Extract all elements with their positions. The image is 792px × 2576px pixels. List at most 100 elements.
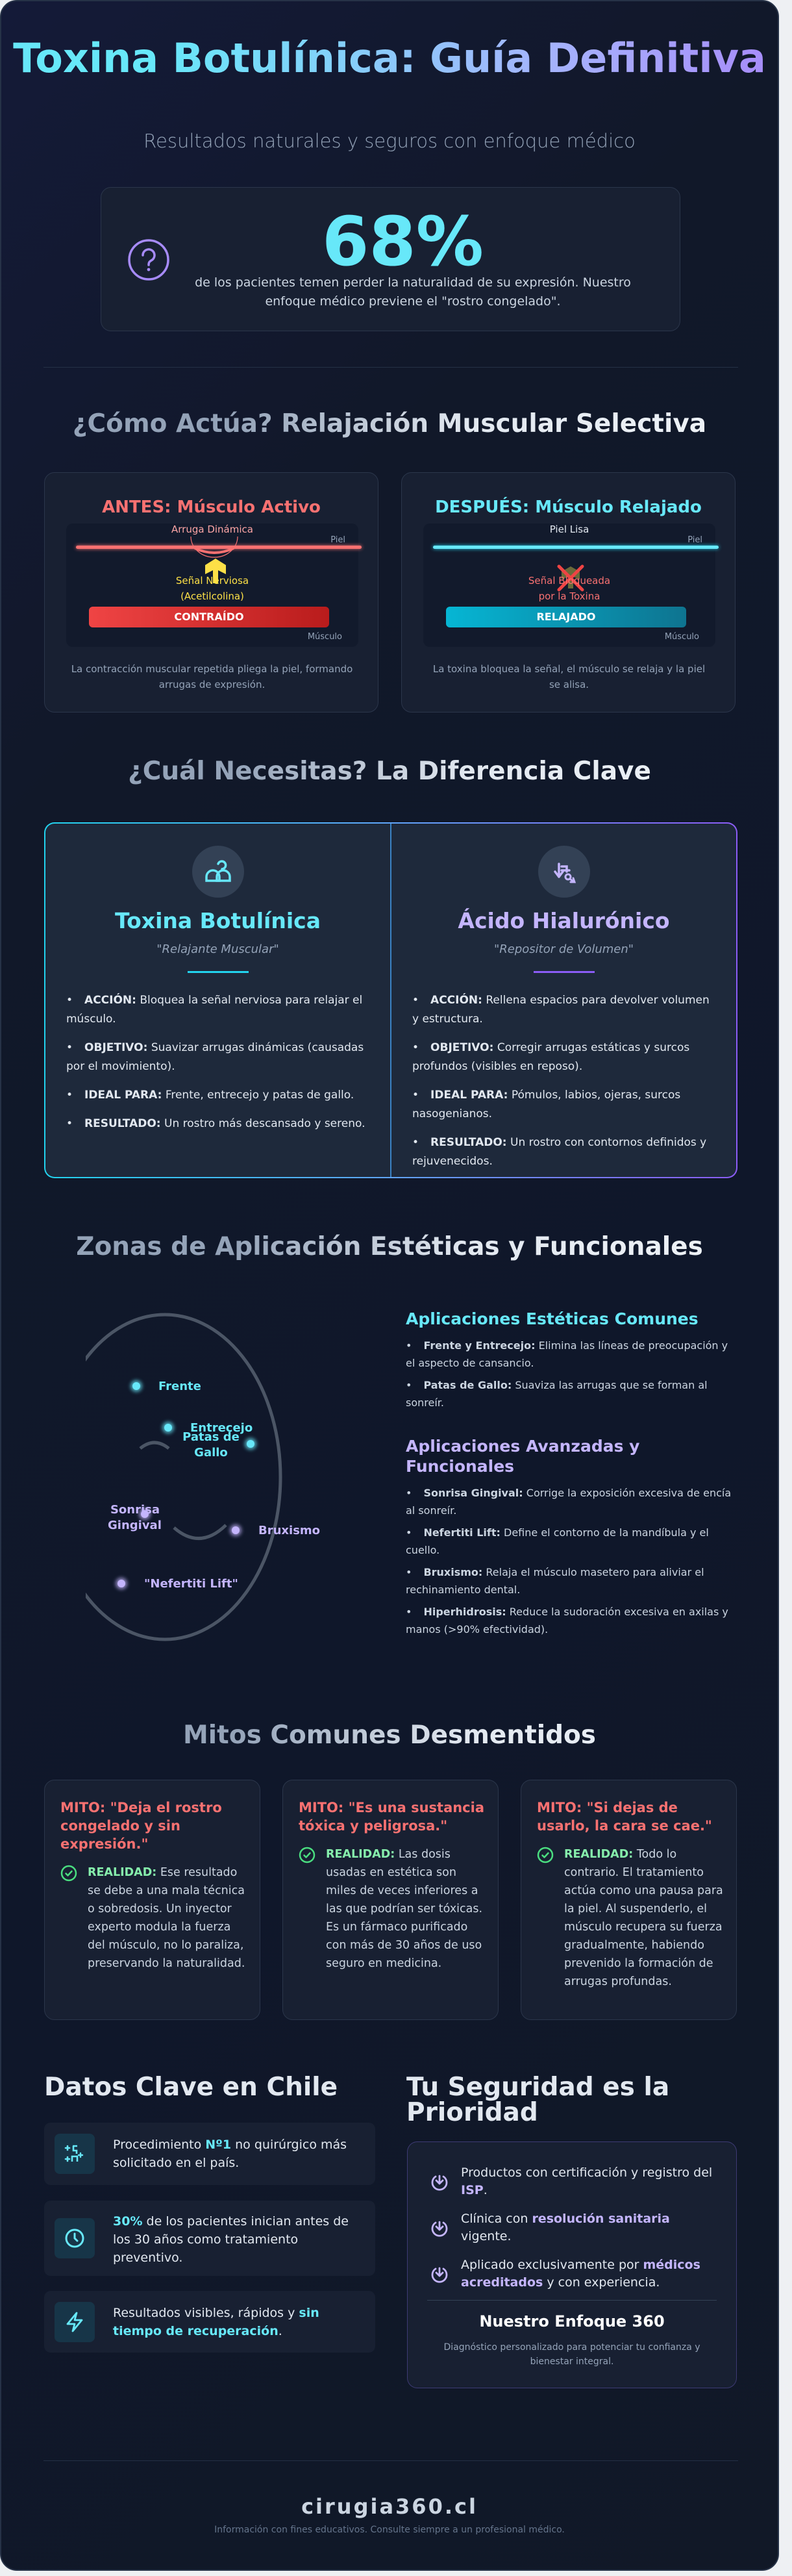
safety-title: Tu Seguridad es la Prioridad	[406, 2073, 670, 2127]
volume-fill-icon	[538, 846, 590, 898]
safety-card: Productos con certificación y registro d…	[407, 2141, 737, 2388]
myth-card: MITO: "Es una sustancia tóxica y peligro…	[282, 1780, 499, 2020]
safety-item: Clínica con resolución sanitaria vigente…	[430, 2210, 723, 2245]
hyaluronic-column: Ácido Hialurónico "Repositor de Volumen"…	[390, 824, 736, 1177]
nerve-signal-label: Señal Nerviosa (Acetilcolina)	[175, 575, 249, 602]
check-circle-icon	[537, 1847, 554, 1863]
myth-card: MITO: "Deja el rostro congelado y sin ex…	[44, 1780, 260, 2020]
after-card: DESPUÉS: Músculo Relajado Piel Lisa Piel…	[401, 472, 736, 713]
fact-text: Procedimiento Nº1 no quirúrgico más soli…	[113, 2138, 347, 2170]
list-item: RESULTADO: Un rostro con contornos defin…	[412, 1133, 718, 1171]
before-diagram: Arruga Dinámica Piel Señal Nerviosa (Ace…	[66, 524, 362, 647]
list-item: Nefertiti Lift: Define el contorno de la…	[406, 1524, 737, 1559]
muscle-contracted-bar: CONTRAÍDO	[89, 607, 329, 627]
sparkles-icon	[55, 2134, 95, 2174]
download-circle-icon	[431, 2175, 448, 2191]
safety-item: Aplicado exclusivamente por médicos acre…	[430, 2256, 723, 2292]
blocked-signal-icon	[557, 564, 584, 592]
myth-reality: REALIDAD: Ese resultado se debe a una ma…	[88, 1866, 245, 1970]
section-divider	[43, 367, 738, 368]
download-circle-icon	[431, 2221, 448, 2237]
list-item: ACCIÓN: Bloquea la señal nerviosa para r…	[66, 991, 372, 1029]
list-item: OBJETIVO: Suavizar arrugas dinámicas (ca…	[66, 1039, 372, 1076]
before-caption: La contracción muscular repetida pliega …	[71, 663, 353, 690]
after-caption: La toxina bloquea la señal, el músculo s…	[432, 663, 706, 690]
zone-label-frente: Frente	[158, 1380, 201, 1393]
after-title: DESPUÉS: Músculo Relajado	[435, 498, 702, 517]
stat-value: 68%	[322, 202, 484, 281]
botox-subtitle: "Relajante Muscular"	[156, 942, 279, 956]
fact-card: Procedimiento Nº1 no quirúrgico más soli…	[44, 2123, 375, 2185]
stat-description: de los pacientes temen perder la natural…	[195, 275, 631, 309]
zone-label-nefertiti: "Nefertiti Lift"	[144, 1577, 238, 1591]
question-circle-icon	[128, 239, 169, 281]
list-item: OBJETIVO: Corregir arrugas estáticas y s…	[412, 1039, 718, 1076]
zone-label-patas-de-gallo: Patas de Gallo	[182, 1430, 240, 1459]
myth-reality: REALIDAD: Las dosis usadas en estética s…	[326, 1848, 483, 1970]
list-item: Hiperhidrosis: Reduce la sudoración exce…	[406, 1603, 737, 1638]
blocked-signal-label: Señal Bloqueada por la Toxina	[528, 575, 611, 602]
botox-features: ACCIÓN: Bloquea la señal nerviosa para r…	[66, 991, 372, 1143]
smooth-skin-label: Piel Lisa	[549, 524, 589, 535]
myth-statement: MITO: "Es una sustancia tóxica y peligro…	[299, 1800, 485, 1834]
hyaluronic-title: Ácido Hialurónico	[458, 908, 670, 933]
before-card: ANTES: Músculo Activo Arruga Dinámica Pi…	[44, 472, 378, 713]
wrinkle-fold-icon	[190, 536, 238, 558]
nerve-signal-arrow-icon	[205, 559, 226, 583]
list-item: IDEAL PARA: Pómulos, labios, ojeras, sur…	[412, 1086, 718, 1124]
muscle-relaxed-bar: RELAJADO	[446, 607, 686, 627]
relax-person-icon	[192, 846, 244, 898]
myth-statement: MITO: "Si dejas de usarlo, la cara se ca…	[537, 1800, 712, 1834]
clock-icon	[55, 2218, 95, 2258]
check-circle-icon	[299, 1847, 316, 1863]
myth-statement: MITO: "Deja el rostro congelado y sin ex…	[60, 1800, 222, 1852]
list-item: Sonrisa Gingival: Corrige la exposición …	[406, 1484, 737, 1519]
skin-line	[433, 546, 719, 549]
safety-item: Productos con certificación y registro d…	[430, 2164, 723, 2199]
list-item: RESULTADO: Un rostro más descansado y se…	[66, 1115, 372, 1133]
wrinkle-label: Arruga Dinámica	[171, 524, 253, 535]
lightning-icon	[55, 2302, 95, 2342]
skin-label: Piel	[330, 535, 345, 545]
before-title: ANTES: Músculo Activo	[102, 498, 321, 517]
approach-text: Diagnóstico personalizado para potenciar…	[443, 2342, 700, 2367]
list-item: IDEAL PARA: Frente, entrecejo y patas de…	[66, 1086, 372, 1105]
aesthetic-apps-title: Aplicaciones Estéticas Comunes	[406, 1309, 699, 1328]
muscle-label: Músculo	[664, 632, 699, 642]
check-circle-icon	[60, 1865, 77, 1882]
list-item: Frente y Entrecejo: Elimina las líneas d…	[406, 1337, 737, 1372]
fact-card: Resultados visibles, rápidos y sin tiemp…	[44, 2291, 375, 2353]
after-diagram: Piel Lisa Piel Señal Bloqueada por la To…	[423, 524, 719, 647]
fact-text: 30% de los pacientes inician antes de lo…	[113, 2214, 349, 2265]
advanced-apps-title: Aplicaciones Avanzadas y Funcionales	[406, 1437, 640, 1476]
card-divider	[427, 2300, 717, 2301]
zones-info: Aplicaciones Estéticas Comunes Frente y …	[406, 1309, 737, 1663]
fact-text: Resultados visibles, rápidos y sin tiemp…	[113, 2306, 319, 2338]
advanced-apps-list: Sonrisa Gingival: Corrige la exposición …	[406, 1484, 737, 1638]
list-item: ACCIÓN: Rellena espacios para devolver v…	[412, 991, 718, 1029]
myths-title: Mitos Comunes Desmentidos	[1, 1721, 778, 1750]
botox-column: Toxina Botulínica "Relajante Muscular" A…	[45, 824, 390, 1177]
zone-label-sonrisa-gingival: Sonrisa Gingival	[108, 1503, 162, 1532]
skin-line	[76, 546, 362, 549]
hyaluronic-features: ACCIÓN: Rellena espacios para devolver v…	[412, 991, 718, 1181]
list-item: Bruxismo: Relaja el músculo masetero par…	[406, 1563, 737, 1598]
page-subtitle: Resultados naturales y seguros con enfoq…	[143, 130, 636, 152]
compare-title: ¿Cuál Necesitas? La Diferencia Clave	[1, 757, 778, 786]
facts-title: Datos Clave en Chile	[44, 2073, 338, 2102]
stat-card: 68% de los pacientes temen perder la nat…	[101, 187, 680, 331]
page-title: Toxina Botulínica: Guía Definitiva	[1, 38, 778, 79]
footer-brand[interactable]: cirugia360.cl	[301, 2494, 478, 2519]
face-render	[86, 1313, 282, 1641]
footer-disclaimer: Información con fines educativos. Consul…	[214, 2525, 565, 2535]
fact-card: 30% de los pacientes inician antes de lo…	[44, 2201, 375, 2276]
face-diagram: Frente Entrecejo Patas de Gallo Sonrisa …	[86, 1294, 332, 1671]
zones-title: Zonas de Aplicación Estéticas y Funciona…	[1, 1232, 778, 1261]
comparison-card: Toxina Botulínica "Relajante Muscular" A…	[44, 822, 737, 1178]
accent-rule	[187, 971, 249, 973]
hyaluronic-subtitle: "Repositor de Volumen"	[493, 942, 634, 956]
download-circle-icon	[431, 2267, 448, 2283]
approach-title: Nuestro Enfoque 360	[479, 2312, 665, 2330]
skin-label: Piel	[687, 535, 702, 545]
